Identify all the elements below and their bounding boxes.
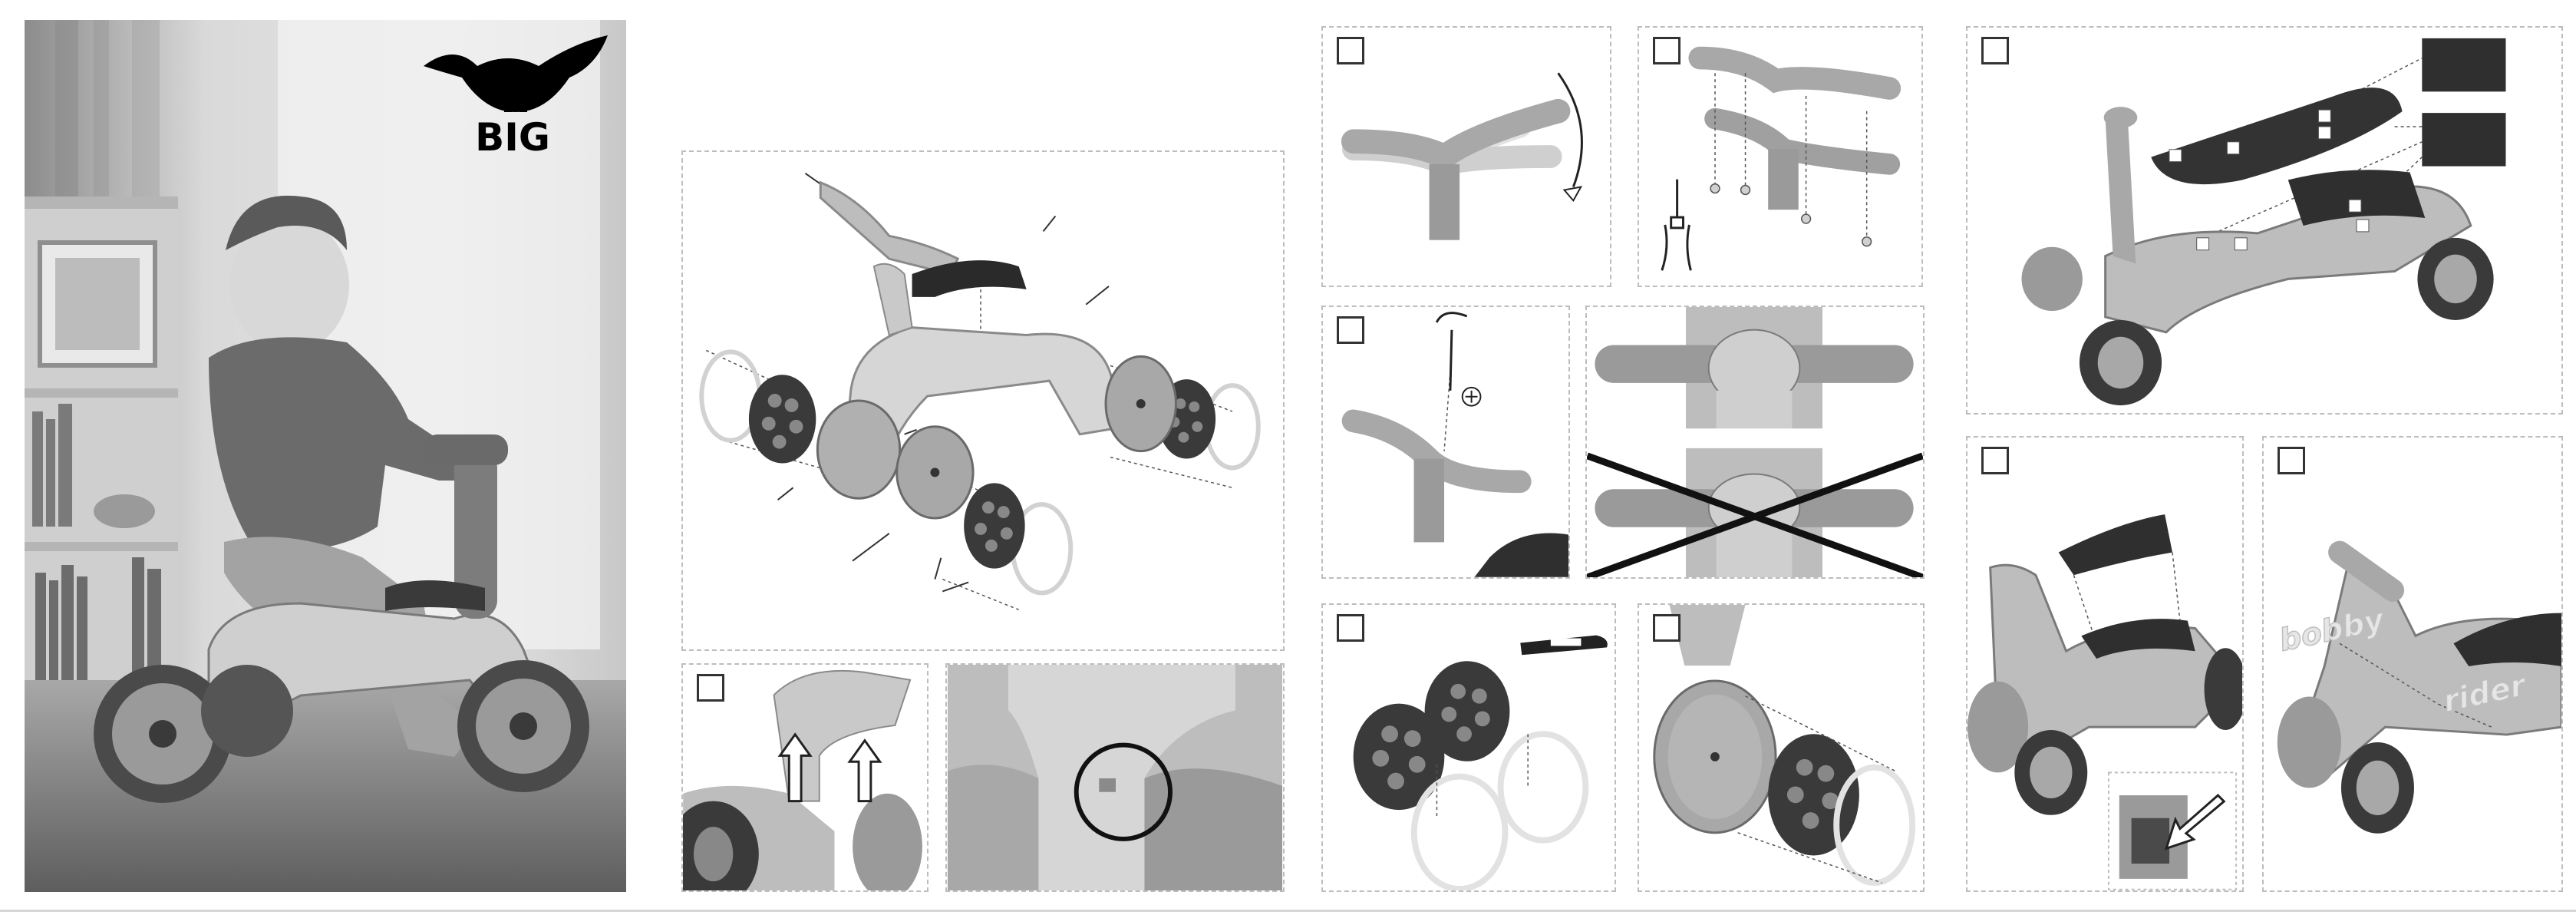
product-photo: BIG [25, 20, 626, 892]
plus-circle-icon [1463, 388, 1481, 406]
inset-detail [2109, 772, 2236, 889]
hub-rear-left [964, 483, 1025, 568]
detail-circle-panel [945, 663, 1285, 892]
step-box [1653, 614, 1681, 642]
step-box [1337, 37, 1364, 64]
hub-front-left [749, 375, 816, 463]
handlebar-screws-panel [1638, 26, 1923, 287]
correct-wrong-panel [1585, 306, 1925, 579]
step-box [1981, 37, 2009, 64]
wheel-mount-panel [1638, 603, 1925, 892]
sticker-apply-panel: bobby rider [2262, 436, 2563, 892]
screwdriver-icon [1662, 180, 1691, 271]
step-box [1981, 447, 2009, 474]
brand-logo-text: BIG [475, 115, 550, 160]
handlebar-screwdriver-panel [1321, 306, 1570, 579]
detail-axle-panel [681, 663, 928, 892]
handlebar-rotate-panel [1321, 26, 1611, 287]
ride-on-body [817, 183, 1176, 518]
step-box [1337, 316, 1364, 344]
page-bottom-rule [0, 910, 2576, 912]
arrow-curve-icon [1558, 73, 1582, 187]
velcro-swatch-top [2422, 38, 2505, 91]
step-box [1653, 37, 1681, 64]
seat-attach-panel [1966, 436, 2244, 892]
step-box [697, 674, 724, 702]
wheels-tire-panel [1321, 603, 1616, 892]
exploded-view-panel [681, 150, 1285, 651]
cutter-knife-icon [1520, 636, 1608, 656]
velcro-seat-panel [1966, 26, 2563, 415]
correct-handlebar [1587, 307, 1922, 430]
screwdriver-icon [1436, 313, 1467, 391]
step-box [1337, 614, 1364, 642]
velcro-swatch-bottom [2422, 113, 2505, 166]
step-box [2278, 447, 2305, 474]
